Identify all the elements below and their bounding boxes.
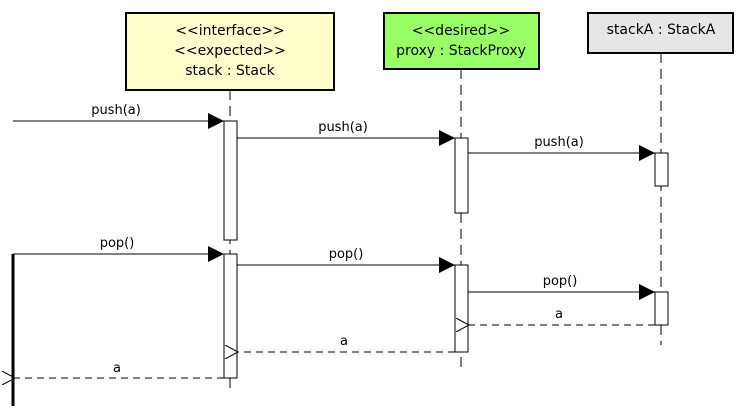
participant-proxy-box [383,12,540,70]
participant-stack-box [125,12,335,91]
message-push-caller-stack-label: push(a) [91,103,141,118]
participant-stack-line-1: <<interface>> [175,23,284,39]
message-pop-stack-proxy-label: pop() [329,247,364,262]
participant-stackA: stackA : StackA [587,12,734,54]
participant-stack-line-2: <<expected>> [174,43,286,59]
participant-proxy: <<desired>> proxy : StackProxy [383,12,540,70]
message-pop-caller-stack-label: pop() [100,236,135,251]
message-push-proxy-stackA-label: push(a) [534,135,584,150]
activation-proxy-pop [454,264,469,353]
message-return-stackA-proxy-label: a [555,307,563,322]
activation-stackA-push [654,152,669,187]
participant-proxy-line-2: proxy : StackProxy [396,43,526,59]
participant-stackA-line-1: stackA : StackA [607,22,716,38]
participant-proxy-line-1: <<desired>> [412,23,511,39]
activation-stack-push [223,120,238,241]
message-return-stack-caller-label: a [113,361,121,376]
message-push-stack-proxy-label: push(a) [318,120,368,135]
activation-stack-pop [223,253,238,379]
participant-stackA-box [587,12,734,54]
message-return-proxy-stack-label: a [340,334,348,349]
activation-stackA-pop [654,291,669,326]
participant-stack-line-3: stack : Stack [185,63,275,79]
activation-proxy-push [454,137,469,214]
message-pop-proxy-stackA-label: pop() [543,274,578,289]
participant-stack: <<interface>> <<expected>> stack : Stack [125,12,335,91]
